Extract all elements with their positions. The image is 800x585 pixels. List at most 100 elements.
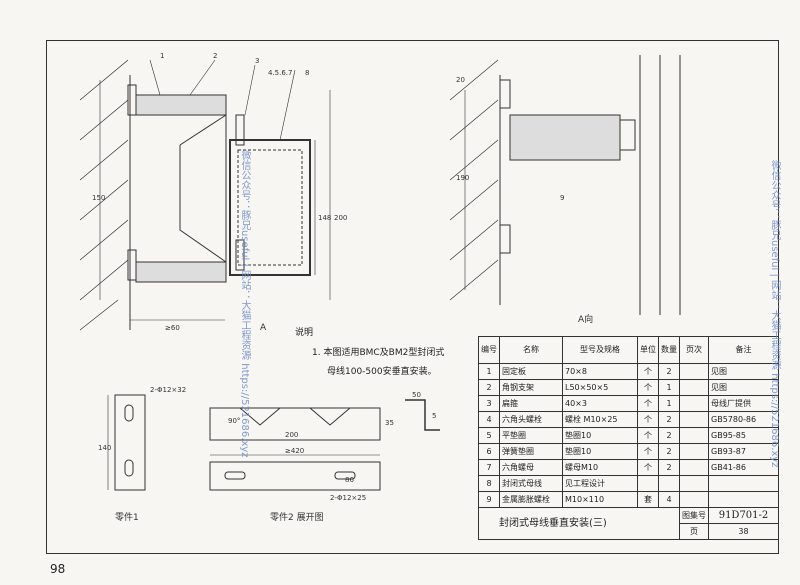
part-1 bbox=[107, 394, 146, 491]
part1-label: 零件1 bbox=[115, 511, 139, 523]
notes-heading: 说明 bbox=[295, 328, 314, 338]
table-cell bbox=[708, 491, 779, 508]
table-cell: 垫圈10 bbox=[562, 443, 638, 460]
table-cell: 8 bbox=[478, 475, 500, 492]
table-cell: L50×50×5 bbox=[562, 379, 638, 396]
dim-60: ≥60 bbox=[165, 324, 180, 332]
dim-420: ≥420 bbox=[285, 447, 304, 455]
table-cell bbox=[679, 443, 709, 460]
dim-50: 50 bbox=[412, 391, 421, 399]
dim-150: 150 bbox=[92, 194, 105, 202]
table-cell bbox=[679, 427, 709, 444]
table-cell: 个 bbox=[637, 459, 659, 476]
table-cell: 5 bbox=[478, 427, 500, 444]
table-cell bbox=[679, 475, 709, 492]
table-cell: 个 bbox=[637, 443, 659, 460]
table-cell bbox=[708, 475, 779, 492]
callout-8: 8 bbox=[305, 69, 309, 77]
view-a-label: A向 bbox=[578, 313, 593, 325]
dim-holes-part1: 2-Φ12×32 bbox=[150, 386, 186, 394]
atlas-number: 91D701-2 bbox=[708, 507, 779, 524]
page-number-cell: 38 bbox=[708, 523, 779, 540]
table-cell bbox=[679, 459, 709, 476]
table-cell: 套 bbox=[637, 491, 659, 508]
dim-holes-part2: 2-Φ12×25 bbox=[330, 494, 366, 502]
view-arrow-a: A bbox=[260, 323, 267, 333]
col-name: 名称 bbox=[499, 336, 563, 364]
table-cell: 垫圈10 bbox=[562, 427, 638, 444]
drawing-frame bbox=[46, 40, 779, 554]
page-row: 页 38 bbox=[479, 523, 779, 540]
table-cell: 1 bbox=[658, 395, 680, 412]
dim-190: 190 bbox=[456, 174, 469, 182]
callout-2: 2 bbox=[213, 52, 217, 60]
dim-5: 5 bbox=[432, 412, 436, 420]
bracket-left bbox=[135, 94, 311, 283]
dim-35: 35 bbox=[385, 419, 394, 427]
drawing-title: 封闭式母线垂直安装(三) bbox=[478, 507, 680, 540]
page-label: 页 bbox=[679, 523, 709, 540]
table-cell: 2 bbox=[658, 459, 680, 476]
col-unit: 单位 bbox=[637, 336, 659, 364]
table-cell: 个 bbox=[637, 379, 659, 396]
wall-left bbox=[79, 59, 137, 331]
table-cell bbox=[679, 395, 709, 412]
table-cell: 角钢支架 bbox=[499, 379, 563, 396]
table-cell: 平垫圈 bbox=[499, 427, 563, 444]
table-cell: 个 bbox=[637, 411, 659, 428]
table-cell: 扁箍 bbox=[499, 395, 563, 412]
table-cell: 40×3 bbox=[562, 395, 638, 412]
col-page: 页次 bbox=[679, 336, 709, 364]
table-cell: 固定板 bbox=[499, 363, 563, 380]
table-cell bbox=[679, 363, 709, 380]
table-cell bbox=[679, 491, 709, 508]
title-row: 封闭式母线垂直安装(三) 图集号 91D701-2 bbox=[478, 507, 779, 540]
table-cell: 4 bbox=[658, 491, 680, 508]
col-qty: 数量 bbox=[658, 336, 680, 364]
table-cell: 2 bbox=[478, 379, 500, 396]
dim-148: 148 bbox=[318, 214, 331, 222]
table-cell bbox=[679, 379, 709, 396]
table-cell: 2 bbox=[658, 443, 680, 460]
table-cell: 金属膨胀螺栓 bbox=[499, 491, 563, 508]
dim-angle: 90° bbox=[228, 417, 240, 425]
callout-1: 1 bbox=[160, 52, 164, 60]
table-cell: 螺母M10 bbox=[562, 459, 638, 476]
table-cell: 1 bbox=[658, 379, 680, 396]
table-cell: 7 bbox=[478, 459, 500, 476]
table-cell: 4 bbox=[478, 411, 500, 428]
col-no: 编号 bbox=[478, 336, 500, 364]
table-cell: 1 bbox=[478, 363, 500, 380]
dim-200b: 200 bbox=[285, 431, 298, 439]
table-cell: 个 bbox=[637, 363, 659, 380]
part2-label: 零件2 展开图 bbox=[270, 511, 324, 523]
table-cell: 6 bbox=[478, 443, 500, 460]
dim-86: 86 bbox=[345, 476, 354, 484]
table-cell: 螺栓 M10×25 bbox=[562, 411, 638, 428]
table-cell: 弹簧垫圈 bbox=[499, 443, 563, 460]
table-cell: 个 bbox=[637, 427, 659, 444]
atlas-label: 图集号 bbox=[679, 507, 709, 524]
table-cell: 六角螺母 bbox=[499, 459, 563, 476]
callout-3: 3 bbox=[255, 57, 259, 65]
table-cell: 9 bbox=[478, 491, 500, 508]
table-cell: 2 bbox=[658, 363, 680, 380]
table-cell: 个 bbox=[637, 395, 659, 412]
col-spec: 型号及规格 bbox=[562, 336, 638, 364]
page-number: 98 bbox=[50, 562, 66, 576]
watermark-left: 微信公众号：豚兄useful | 网站：大猫工程资源 https://52168… bbox=[239, 150, 250, 458]
table-cell: 六角头螺栓 bbox=[499, 411, 563, 428]
callout-9: 9 bbox=[560, 194, 564, 202]
table-cell: 见工程设计 bbox=[562, 475, 638, 492]
note-1-line2: 母线100-500安垂直安装。 bbox=[327, 367, 437, 377]
dim-140: 140 bbox=[98, 444, 111, 452]
